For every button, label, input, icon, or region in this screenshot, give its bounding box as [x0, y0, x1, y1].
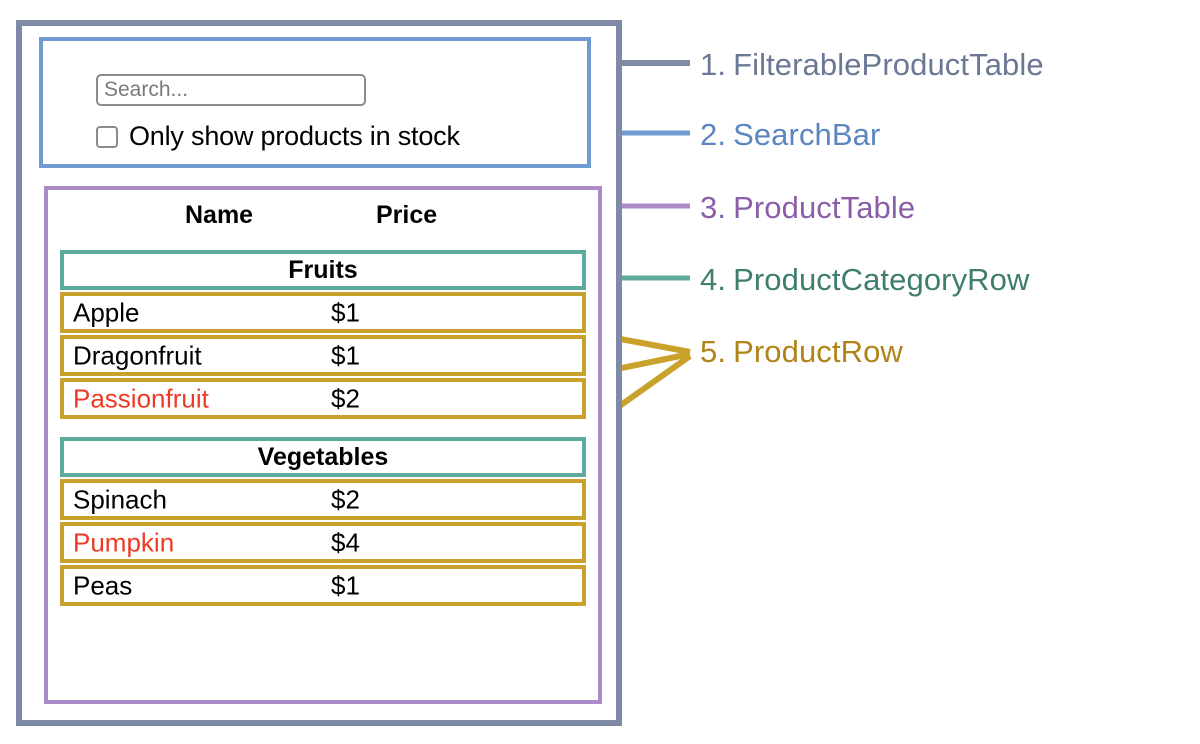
annotation-label: ProductTable	[733, 190, 916, 225]
annotation-product-table: 3.ProductTable	[700, 190, 915, 226]
product-row: Peas $1	[60, 565, 586, 606]
annotation-label: SearchBar	[733, 117, 881, 152]
product-price: $4	[331, 527, 360, 557]
column-header-name: Name	[185, 201, 254, 229]
product-category-label: Fruits	[288, 255, 358, 284]
annotation-label: FilterableProductTable	[733, 47, 1044, 82]
product-row: Dragonfruit $1	[60, 335, 586, 376]
product-price: $1	[331, 570, 360, 600]
annotation-number: 2.	[700, 117, 727, 152]
annotation-number: 1.	[700, 47, 727, 82]
product-price: $2	[331, 484, 360, 514]
annotation-label: ProductCategoryRow	[733, 262, 1030, 297]
product-name: Peas	[73, 570, 133, 600]
in-stock-checkbox[interactable]	[96, 125, 118, 148]
product-category-row: Vegetables	[60, 437, 586, 477]
annotation-label: ProductRow	[733, 334, 903, 369]
annotation-filterable-product-table: 1.FilterableProductTable	[700, 47, 1044, 83]
product-name: Passionfruit	[73, 383, 209, 413]
product-row: Apple $1	[60, 292, 586, 333]
product-table: Name Price Fruits Apple $1 Dragonfruit $…	[44, 186, 602, 704]
product-price: $2	[331, 383, 360, 413]
product-price: $1	[331, 340, 360, 370]
annotation-number: 4.	[700, 262, 727, 297]
in-stock-checkbox-label: Only show products in stock	[129, 121, 460, 151]
product-category-row: Fruits	[60, 250, 586, 290]
annotation-product-row: 5.ProductRow	[700, 334, 903, 370]
group-spacer	[60, 419, 586, 437]
annotation-number: 5.	[700, 334, 727, 369]
column-header-price: Price	[376, 201, 438, 229]
annotation-product-category-row: 4.ProductCategoryRow	[700, 262, 1030, 298]
annotation-search-bar: 2.SearchBar	[700, 117, 880, 153]
search-input[interactable]	[96, 74, 366, 106]
product-price: $1	[331, 297, 360, 327]
search-bar: Only show products in stock	[39, 37, 591, 168]
in-stock-checkbox-row[interactable]: Only show products in stock	[96, 121, 460, 152]
annotation-number: 3.	[700, 190, 727, 225]
product-name: Spinach	[73, 484, 167, 514]
product-name: Apple	[73, 297, 140, 327]
product-row: Pumpkin $4	[60, 522, 586, 563]
product-name: Dragonfruit	[73, 340, 202, 370]
product-table-header: Name Price	[48, 201, 598, 235]
product-name: Pumpkin	[73, 527, 175, 557]
product-category-label: Vegetables	[257, 442, 389, 471]
product-row: Spinach $2	[60, 479, 586, 520]
product-row: Passionfruit $2	[60, 378, 586, 419]
product-table-body: Fruits Apple $1 Dragonfruit $1 Passionfr…	[60, 250, 586, 606]
